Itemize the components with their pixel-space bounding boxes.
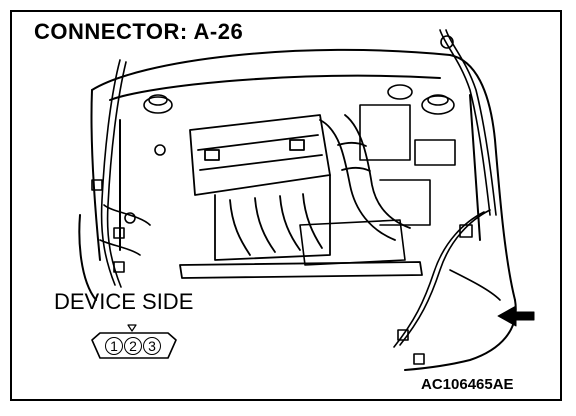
body-outline [78,48,517,371]
wire-harness-right [393,29,501,365]
connector-pins: 1 2 3 [101,336,165,358]
engine-block [179,114,423,279]
figure-code: AC106465AE [421,376,514,393]
page-title: CONNECTOR: A-26 [34,19,244,44]
location-arrow [497,305,535,327]
connector-pin-1: 1 [105,337,123,355]
wire-harness-left [91,59,166,288]
device-side-label: DEVICE SIDE [54,289,194,314]
reservoir-caps [143,84,456,266]
connector-pin-3: 3 [143,337,161,355]
intake-hose [319,114,411,241]
connector-pin-2: 2 [124,337,142,355]
